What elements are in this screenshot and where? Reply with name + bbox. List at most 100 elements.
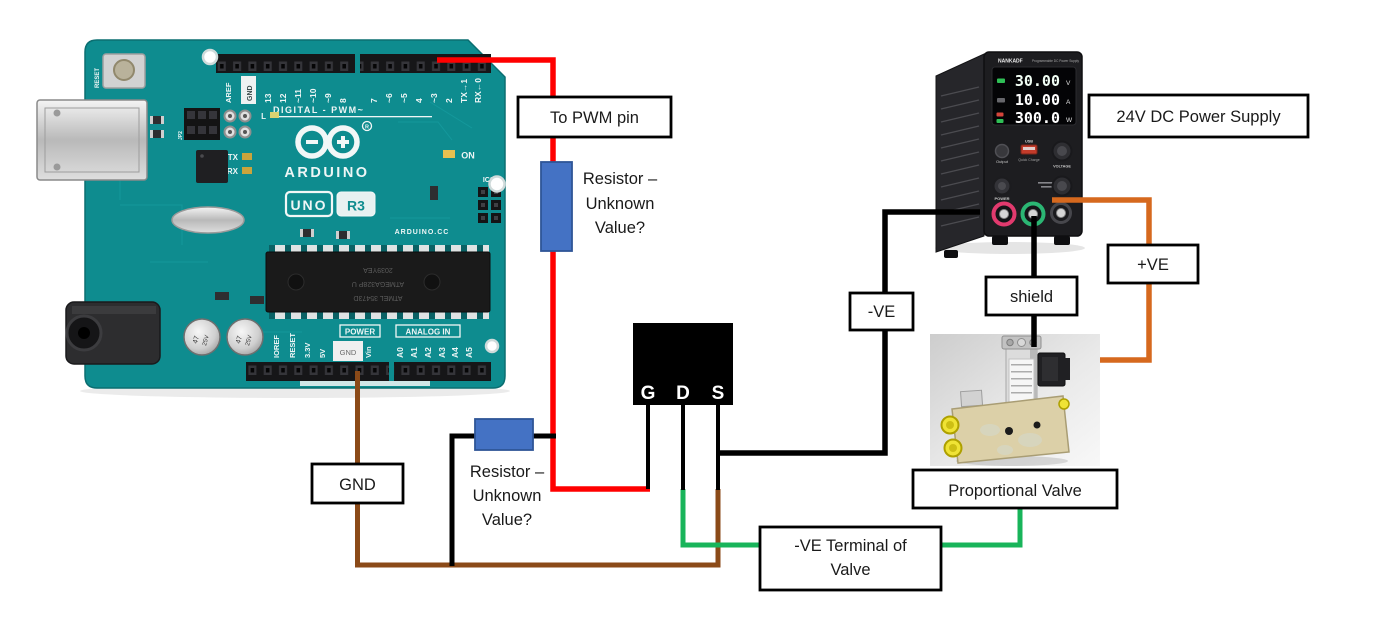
output-label: Output — [996, 159, 1009, 164]
power-silk-box — [339, 324, 381, 338]
psu-brand: NANKADF — [998, 59, 1023, 65]
ve-terminal-label-line1: -VE Terminal of — [794, 537, 907, 555]
pin-label: IOREF — [272, 335, 281, 358]
gnd-top-label: GND — [247, 85, 254, 101]
drain-pin-label: D — [676, 383, 690, 404]
current-knob-cap — [1057, 181, 1067, 191]
quick-charge-label: Quick Charge — [1018, 158, 1039, 162]
vent-slot — [940, 99, 980, 110]
vent-slot — [940, 138, 980, 149]
usb-bridge-chip — [196, 150, 228, 183]
pin-label: 3.3V — [303, 343, 312, 358]
capacitor-2: 47 25V — [226, 318, 264, 356]
pin-label: ~5 — [399, 93, 409, 103]
plus-ve-label-box — [1106, 243, 1200, 285]
jp2-label: JP2 — [178, 131, 184, 140]
chip-dot — [200, 154, 204, 158]
analog-section-label: ANALOG IN — [406, 328, 451, 337]
cv-indicator — [997, 78, 1005, 83]
source-pin-label: S — [712, 383, 725, 404]
resistor-note-bottom: Resistor – Unknown Value? — [470, 463, 545, 529]
crystal-oscillator — [171, 206, 245, 234]
digital-header-right — [360, 54, 491, 73]
power-readout: 300.0 — [1015, 109, 1060, 127]
cap-value: 47 — [235, 335, 244, 344]
pin-label: 13 — [263, 93, 273, 103]
pin-label: ~6 — [384, 93, 394, 103]
led-l — [270, 112, 279, 118]
note-line: Unknown — [473, 487, 542, 505]
mounting-holes — [201, 48, 506, 354]
ve-terminal-label-box — [758, 525, 943, 592]
proportional-valve-photo — [930, 334, 1100, 466]
psu-display — [991, 66, 1077, 126]
pin-label: ~11 — [293, 89, 303, 103]
cc-indicator — [997, 98, 1005, 103]
valve-body-mottle — [980, 424, 1042, 455]
pin-label: A5 — [464, 347, 474, 358]
to-pwm-label-box — [516, 95, 673, 139]
psu-side-panel — [935, 53, 985, 253]
cap-value: 47 — [192, 335, 201, 344]
note-line: Resistor – — [583, 170, 658, 188]
note-line: Unknown — [586, 195, 655, 213]
model-uno: UNO — [290, 197, 327, 213]
din-connector-face — [1042, 357, 1058, 381]
usb-connector — [36, 99, 148, 181]
arduino-cc-label: ARDUINO.CC — [395, 229, 450, 236]
gnd-label: GND — [339, 476, 376, 494]
mosfet-body — [633, 323, 733, 405]
resistor-note-top: Resistor – Unknown Value? — [583, 170, 658, 237]
cap-center — [1017, 338, 1026, 347]
aref-label: AREF — [224, 82, 233, 103]
vent-slot — [940, 112, 980, 123]
voltage-knob-label: VOLTAGE — [1053, 165, 1071, 169]
yellow-plug-small — [1058, 398, 1070, 410]
uno-r3-badge: UNO R3 — [284, 190, 376, 218]
current-readout: 10.00 — [1015, 91, 1060, 109]
passive-components — [150, 116, 438, 304]
prop-valve-label: Proportional Valve — [948, 482, 1082, 500]
power-button-label: POWER — [994, 196, 1009, 201]
pin-label: 12 — [278, 93, 288, 103]
gate-pin-label: G — [641, 383, 656, 404]
board-edge-silk — [300, 381, 430, 386]
gnd-pad — [333, 341, 363, 361]
vent-slot — [940, 151, 980, 162]
note-line: Resistor – — [470, 463, 545, 481]
power-button-cap — [998, 182, 1006, 190]
on-label: ON — [461, 151, 475, 161]
label-boxes: To PWM pin 24V DC Power Supply +VE -VE s… — [310, 93, 1310, 592]
arduino-brand: ARDUINO — [284, 165, 369, 181]
led-tx-label: TX — [228, 153, 239, 162]
fine-print — [1041, 186, 1057, 188]
pin-label: 8 — [338, 98, 348, 103]
digital-pwm-label: DIGITAL - PWM~ — [273, 105, 364, 115]
output-button — [994, 143, 1010, 159]
pin-label: ~3 — [429, 93, 439, 103]
analog-header — [394, 362, 491, 381]
vent-slot — [940, 86, 980, 97]
set-indicator — [996, 112, 1004, 117]
ve-terminal-label-line2: Valve — [830, 561, 870, 579]
chip-marking: ATMEGA328P U — [352, 280, 404, 287]
pin-label: ~9 — [323, 93, 333, 103]
usb-label: USB — [1025, 140, 1033, 144]
reset-silk-label: RESET — [95, 68, 101, 88]
chip-marking: ATMEL 35473D — [353, 294, 402, 301]
plus-ve-label: +VE — [1137, 256, 1169, 274]
led-l-label: L — [261, 112, 266, 121]
note-line: Value? — [482, 511, 532, 529]
pin-label: TX→1 — [459, 79, 469, 103]
power-jack — [65, 301, 161, 365]
negative-supply-wire — [718, 209, 980, 456]
pin-label: RX←0 — [473, 78, 483, 103]
din-connector-step — [1060, 358, 1070, 380]
analog-silk-box — [395, 324, 461, 338]
series-resistor — [540, 161, 573, 252]
capacitor-1: 47 25V — [183, 318, 221, 356]
gnd-label-box — [310, 462, 405, 505]
current-unit: A — [1066, 99, 1071, 106]
